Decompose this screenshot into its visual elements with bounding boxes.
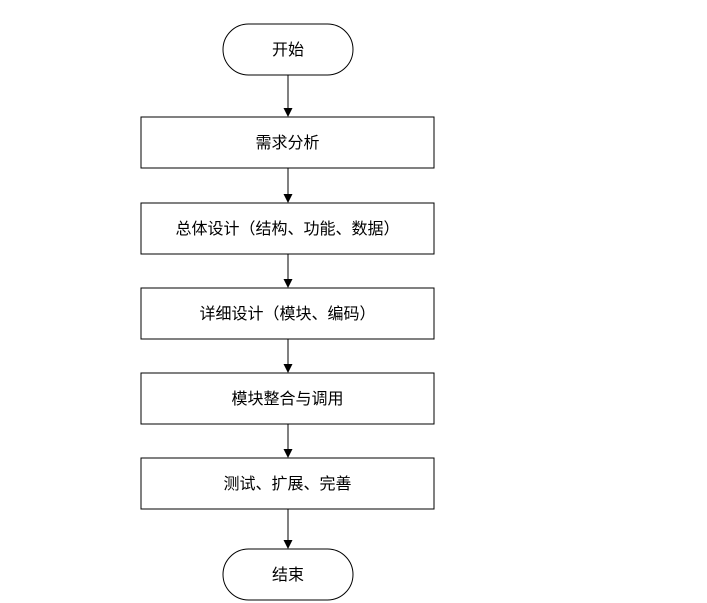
arrow-head — [283, 364, 293, 373]
step-requirements-analysis-label: 需求分析 — [255, 133, 319, 152]
step-detailed-design: 详细设计（模块、编码） — [140, 287, 435, 340]
start-node: 开始 — [222, 23, 354, 76]
step-module-integration: 模块整合与调用 — [140, 372, 435, 425]
arrow-head — [283, 279, 293, 288]
step-overall-design-label: 总体设计（结构、功能、数据） — [175, 219, 399, 238]
arrow-overall-design-to-detailed-design — [283, 254, 293, 288]
end-node-label: 结束 — [272, 565, 304, 584]
step-detailed-design-label: 详细设计（模块、编码） — [199, 304, 375, 323]
arrow-head — [283, 449, 293, 458]
start-node-label: 开始 — [272, 40, 304, 59]
arrow-start-to-requirements — [283, 75, 293, 117]
arrow-requirements-to-overall-design — [283, 168, 293, 203]
step-module-integration-label: 模块整合与调用 — [231, 389, 343, 408]
step-requirements-analysis: 需求分析 — [140, 116, 435, 169]
arrow-head — [283, 540, 293, 549]
arrow-testing-to-end — [283, 509, 293, 549]
arrow-head — [283, 108, 293, 117]
step-overall-design-box — [140, 202, 435, 255]
arrow-head — [283, 194, 293, 203]
step-module-integration-box — [140, 372, 435, 425]
step-detailed-design-box — [140, 287, 435, 340]
step-requirements-analysis-box — [140, 116, 435, 169]
arrow-integration-to-testing — [283, 424, 293, 458]
step-overall-design: 总体设计（结构、功能、数据） — [140, 202, 435, 255]
step-testing-label: 测试、扩展、完善 — [223, 474, 351, 493]
step-testing: 测试、扩展、完善 — [140, 457, 435, 510]
arrow-detailed-design-to-integration — [283, 339, 293, 373]
end-node: 结束 — [222, 548, 354, 601]
